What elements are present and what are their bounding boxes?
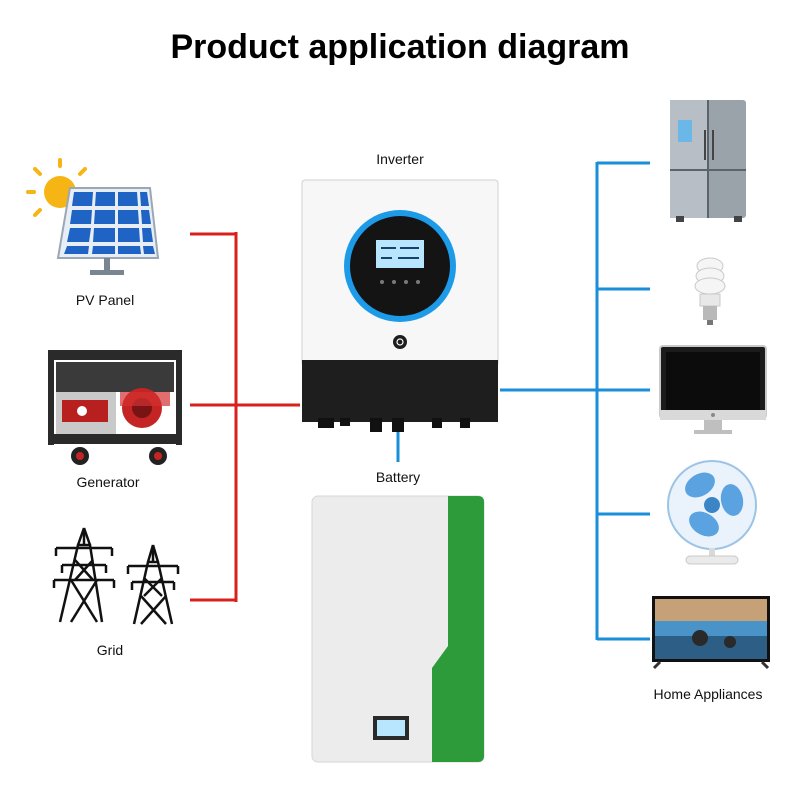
grid-label: Grid	[96, 642, 124, 658]
generator-icon	[48, 350, 182, 465]
battery-label: Battery	[375, 469, 421, 485]
light-bulb-icon	[694, 257, 726, 325]
refrigerator-icon	[670, 100, 746, 222]
battery-icon	[311, 495, 485, 763]
home-appliances-label: Home Appliances	[653, 686, 763, 702]
monitor-icon	[659, 345, 767, 434]
generator-label: Generator	[76, 474, 140, 490]
pv-panel-label: PV Panel	[75, 292, 135, 308]
inverter-icon	[301, 179, 499, 432]
television-icon	[652, 596, 770, 670]
transmission-tower-icon	[52, 527, 180, 625]
diagram-title: Product application diagram	[170, 28, 630, 66]
inverter-label: Inverter	[376, 151, 424, 167]
fan-icon	[667, 460, 757, 565]
solar-panel-icon	[26, 158, 160, 275]
output-connection-lines	[500, 161, 650, 641]
input-connection-lines	[190, 232, 300, 602]
